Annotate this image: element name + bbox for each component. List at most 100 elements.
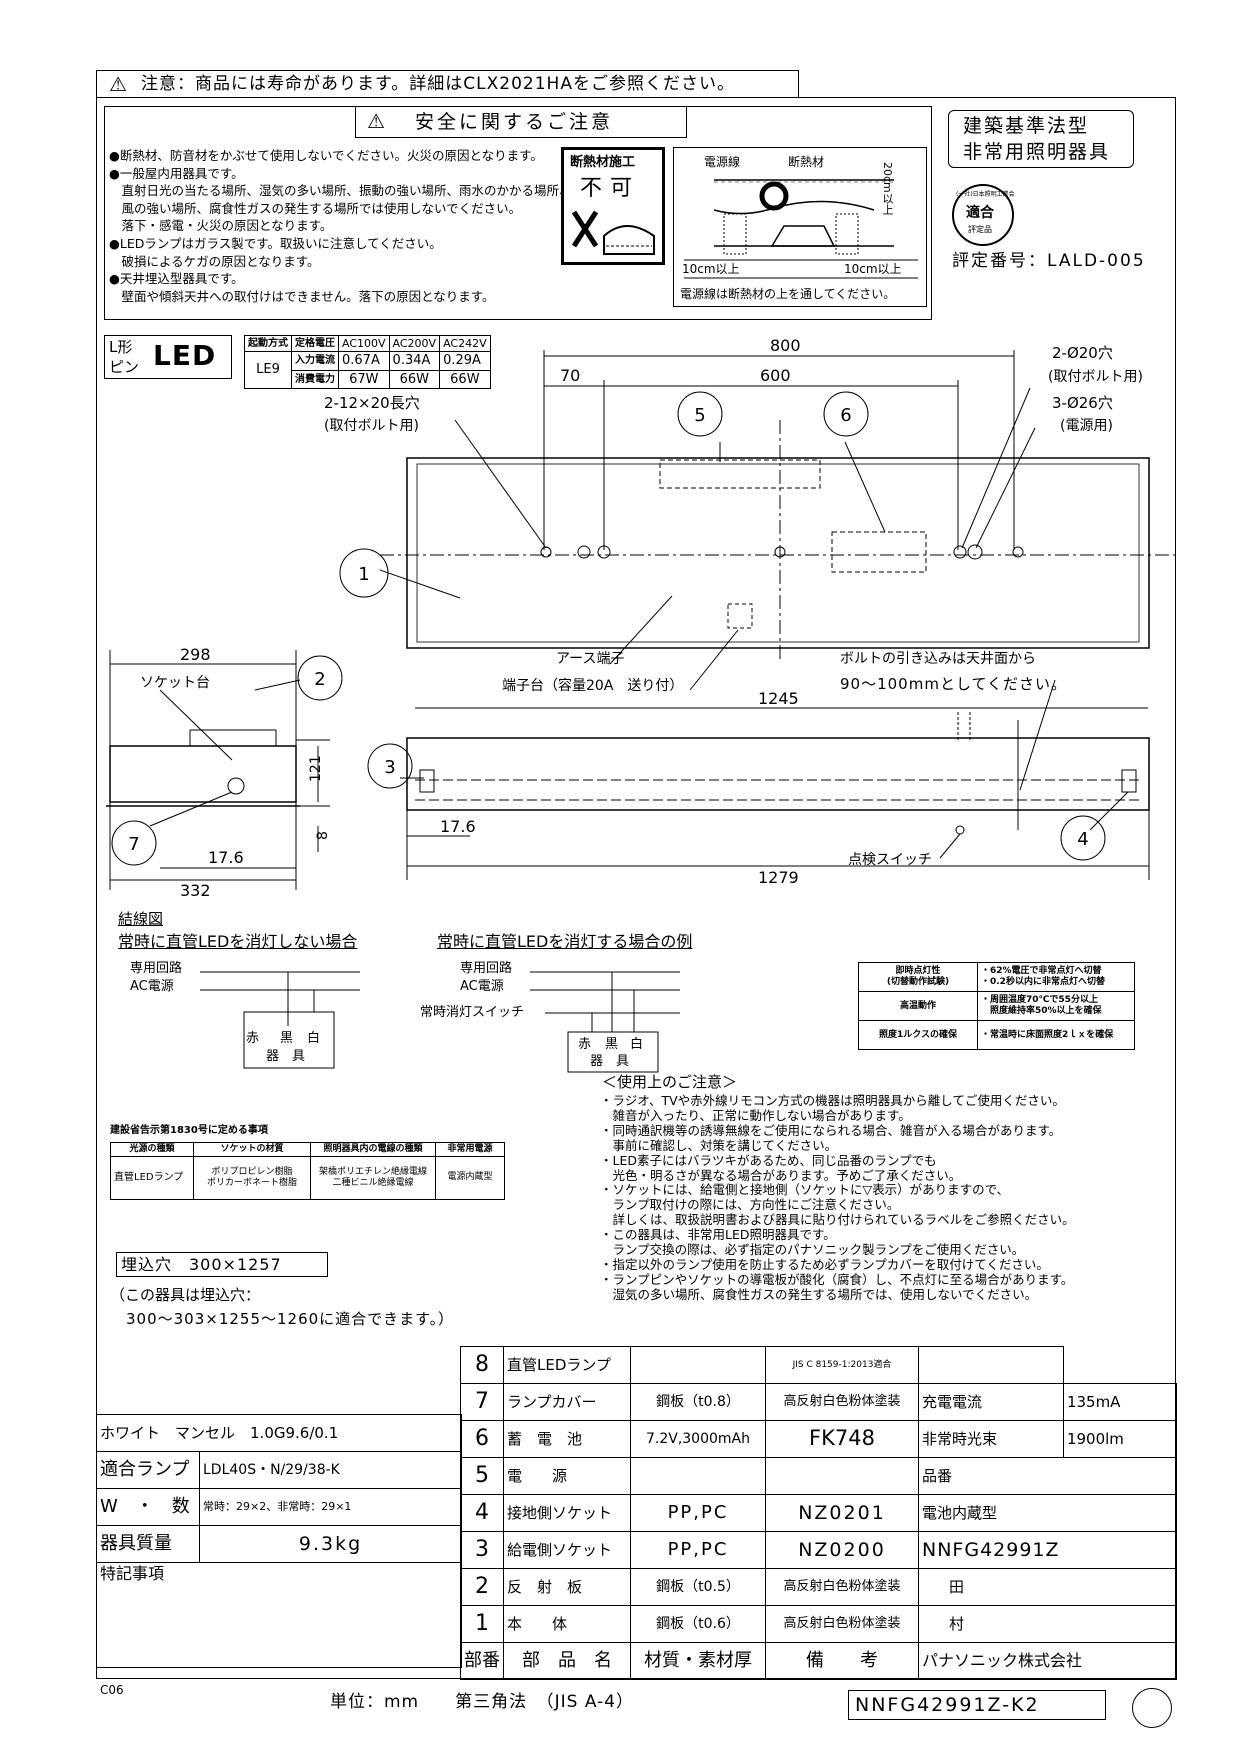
drawing-code: C06 bbox=[100, 1683, 124, 1697]
lamp-label: 適合ランプ bbox=[96, 1451, 200, 1489]
company-name: パナソニック株式会社 bbox=[918, 1642, 1177, 1680]
check-switch-label: 点検スイッチ bbox=[848, 852, 932, 868]
ac-label-2: AC電源 bbox=[460, 979, 504, 994]
performance-table: 即時点灯性 (切替動作試験)・62%電圧で非常点灯へ切替 ・0.2秒以内に非常点… bbox=[858, 962, 1135, 1050]
part-number: 1 bbox=[460, 1605, 504, 1643]
wire-red-1: 赤 bbox=[246, 1031, 260, 1046]
bolt-hole bbox=[1012, 546, 1024, 558]
slot-note: (取付ボルト用) bbox=[324, 418, 419, 434]
usage-note-line: ・ラジオ、TVや赤外線リモコン方式の機器は照明器具から離してご使用ください。 bbox=[600, 1093, 1065, 1108]
safety-line: 風の強い場所、腐食性ガスの発生する場所では使用しないでください。 bbox=[109, 200, 522, 216]
spec-header-2: AC100V bbox=[338, 334, 390, 353]
bolt-note-1: ボルトの引き込みは天井面から bbox=[840, 651, 1036, 667]
usage-note-line: ・この器具は、非常用LED照明器具です。 bbox=[600, 1227, 836, 1243]
part-material bbox=[630, 1457, 766, 1495]
safety-panel: ⚠ 安全に関するご注意 ●断熱材、防音材をかぶせて使用しないでください。火災の原… bbox=[104, 106, 932, 320]
wire-black-2: 黒 bbox=[605, 1037, 619, 1052]
safety-title: 安全に関するご注意 bbox=[415, 111, 614, 133]
perf-desc: ・62%電圧で非常点灯へ切替 ・0.2秒以内に非常点灯へ切替 bbox=[977, 962, 1135, 992]
embed-hole: 埋込穴 300×1257 bbox=[121, 1255, 282, 1274]
part-number: 8 bbox=[460, 1346, 504, 1384]
dim-121: 121 bbox=[308, 755, 324, 782]
usage-notes: ・ラジオ、TVや赤外線リモコン方式の機器は照明器具から離してご使用ください。 雑… bbox=[600, 1093, 1075, 1303]
l-form-2: ピン bbox=[109, 358, 140, 376]
fixture-label-1: 器 具 bbox=[266, 1049, 306, 1064]
charge-label: 充電電流 bbox=[918, 1383, 1064, 1421]
spec-header-3: AC200V bbox=[388, 334, 441, 353]
hole-26-note: (電源用) bbox=[1060, 418, 1113, 434]
installation-diagram: 電源線 断熱材 20cm以上 10cm以上 10cm以上 電源線は断熱材の上を通… bbox=[673, 147, 927, 307]
spec-cell: 入力電流 bbox=[291, 351, 339, 371]
part-number: 4 bbox=[460, 1494, 504, 1532]
seal-top: (一社)日本照明工業会 bbox=[956, 191, 1015, 198]
notes-title: ＜使用上のご注意＞ bbox=[602, 1073, 738, 1091]
part-name: 反 射 板 bbox=[503, 1568, 631, 1606]
part-number: 6 bbox=[460, 1420, 504, 1458]
usage-note-line: 詳しくは、取扱説明書および器具に貼り付けられているラベルをご参照ください。 bbox=[600, 1212, 1075, 1228]
ministry-header: ソケットの材質 bbox=[193, 1142, 311, 1157]
wire-white-1: 白 bbox=[307, 1031, 321, 1046]
ministry-table: 光源の種類 ソケットの材質 照明器具内の電線の種類 非常用電源 直管LEDランプ… bbox=[110, 1142, 505, 1200]
part-number: 5 bbox=[460, 1457, 504, 1495]
part-remark: JIS C 8159-1:2013適合 bbox=[765, 1346, 919, 1384]
end-view-body bbox=[109, 745, 297, 803]
part-remark: 高反射白色粉体塗装 bbox=[765, 1605, 919, 1643]
unit-projection: 単位：mm 第三角法 （JIS A-4） bbox=[330, 1692, 635, 1712]
perf-item: 即時点灯性 (切替動作試験) bbox=[858, 962, 978, 992]
parts-footer-header: 備 考 bbox=[765, 1642, 919, 1680]
embed-hole-box: 埋込穴 300×1257 bbox=[116, 1252, 328, 1277]
part-material bbox=[630, 1346, 766, 1384]
bolt-note-2: 90～100mmとしてください。 bbox=[840, 675, 1068, 693]
part-remark bbox=[765, 1457, 919, 1495]
watt-value: 常時：29×2、非常時：29×1 bbox=[199, 1488, 462, 1526]
mass-value: 9.3kg bbox=[199, 1525, 462, 1563]
dim-70: 70 bbox=[560, 366, 580, 385]
callout-circle bbox=[339, 548, 389, 598]
callout-circle bbox=[1060, 815, 1106, 861]
spec-cell: 0.34A bbox=[388, 351, 441, 371]
part-remark: 高反射白色粉体塗装 bbox=[765, 1383, 919, 1421]
led-logo: LED bbox=[153, 339, 217, 372]
earth-terminal-label: アース端子 bbox=[556, 651, 625, 667]
part-remark: FK748 bbox=[765, 1420, 919, 1458]
usage-note-line: ・ランプピンやソケットの導電板が酸化（腐食）し、不点灯に至る場合があります。 bbox=[600, 1271, 1074, 1287]
usage-note-line: 事前に確認し、対策を講じてください。 bbox=[600, 1137, 838, 1153]
callout-6: 6 bbox=[840, 405, 851, 426]
ministry-cell: 電源内蔵型 bbox=[435, 1155, 505, 1200]
emergency-title-box: 建築基準法型 非常用照明器具 bbox=[948, 110, 1134, 168]
safety-text: ●断熱材、防音材をかぶせて使用しないでください。火災の原因となります。●一般屋内… bbox=[109, 147, 572, 305]
callout-5: 5 bbox=[694, 405, 705, 426]
perf-item: 高温動作 bbox=[858, 991, 978, 1021]
clearance-20cm: 20cm以上 bbox=[881, 162, 894, 215]
dim-600: 600 bbox=[760, 366, 791, 385]
hole-20-note: (取付ボルト用) bbox=[1048, 369, 1143, 385]
emergency-title-2: 非常用照明器具 bbox=[963, 141, 1111, 163]
fixture-type: 電池内蔵型 bbox=[918, 1494, 1177, 1532]
signature-2: 村 bbox=[918, 1605, 1177, 1643]
callout-7: 7 bbox=[128, 834, 139, 855]
part-material: 鋼板（t0.5） bbox=[630, 1568, 766, 1606]
fixture-box-1 bbox=[243, 1011, 335, 1069]
part-number: 3 bbox=[460, 1531, 504, 1569]
usage-note-line: ランプ取付けの際には、方向性にご注意ください。 bbox=[600, 1197, 900, 1213]
power-hole bbox=[967, 544, 983, 560]
certification-seal-icon: (一社)日本照明工業会 適合 評定品 bbox=[952, 184, 1015, 246]
dim-1245: 1245 bbox=[758, 689, 799, 708]
emergency-title-1: 建築基準法型 bbox=[963, 115, 1090, 137]
perf-desc: ・常温時に床面照度2ｌｘを確保 bbox=[977, 1020, 1135, 1050]
part-remark: NZ0201 bbox=[765, 1494, 919, 1532]
part-remark: 高反射白色粉体塗装 bbox=[765, 1568, 919, 1606]
spec-cell: 0.29A bbox=[439, 351, 491, 371]
wire-black-1: 黒 bbox=[280, 1031, 294, 1046]
socket-base-label: ソケット台 bbox=[140, 675, 210, 691]
ministry-header: 非常用電源 bbox=[435, 1142, 505, 1157]
part-name: 本 体 bbox=[503, 1605, 631, 1643]
part-number: 2 bbox=[460, 1568, 504, 1606]
color-spec: ホワイト マンセル 1.0G9.6/0.1 bbox=[96, 1414, 462, 1452]
embed-note-2: 300～303×1255～1260に適合できます。） bbox=[110, 1310, 455, 1328]
dim-332: 332 bbox=[180, 881, 211, 900]
safety-line: ●一般屋内用器具です。 bbox=[109, 165, 244, 181]
flux-label: 非常時光束 bbox=[918, 1420, 1064, 1458]
spec-header-4: AC242V bbox=[439, 334, 491, 353]
